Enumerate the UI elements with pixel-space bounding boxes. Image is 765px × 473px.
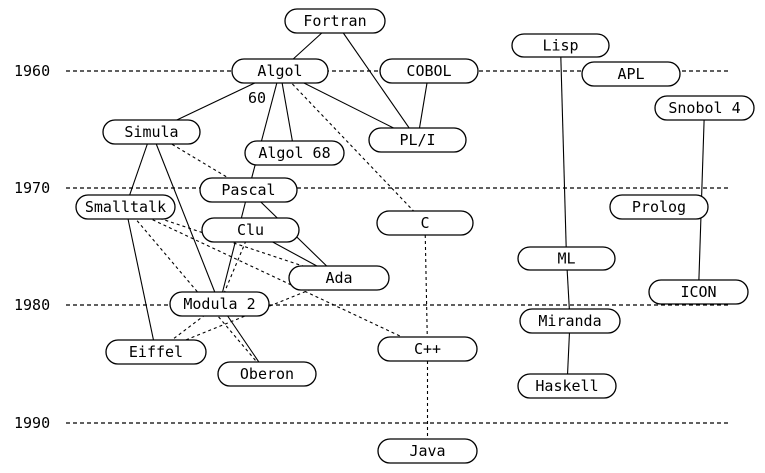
node-box-java (377, 438, 478, 464)
year-label-1970: 1970 (14, 179, 50, 197)
node-label-eiffel: Eiffel (129, 343, 183, 361)
node-label-miranda: Miranda (538, 312, 601, 330)
node-label-pli: PL/I (399, 131, 435, 149)
edge-fortran-to-pli (334, 20, 418, 141)
node-icon: ICON (648, 279, 749, 305)
node-prolog: Prolog (609, 194, 709, 220)
node-label-cpp: C++ (414, 340, 441, 358)
node-clu: Clu (201, 217, 300, 243)
node-label-oberon: Oberon (240, 365, 294, 383)
year-label-1990: 1990 (14, 414, 50, 432)
node-algol: Algol (231, 58, 329, 84)
node-apl: APL (581, 61, 681, 87)
edge-algol-to-c (279, 70, 426, 224)
node-label-prolog: Prolog (632, 198, 686, 216)
node-box-pascal (199, 177, 298, 203)
node-box-apl (581, 61, 681, 87)
edge-smalltalk-to-eiffel (124, 206, 157, 353)
node-lisp: Lisp (511, 33, 610, 58)
node-label-simula: Simula (124, 123, 178, 141)
node-modula2: Modula 2 (169, 291, 270, 317)
node-label-apl: APL (617, 65, 644, 83)
node-label-modula2: Modula 2 (183, 295, 255, 313)
node-oberon: Oberon (217, 361, 317, 387)
node-label-c: C (420, 214, 429, 232)
node-box-c (376, 210, 474, 236)
edge-pascal-to-modula2 (218, 189, 250, 305)
edge-lisp-to-ml (559, 45, 568, 259)
node-eiffel: Eiffel (105, 339, 207, 365)
node-label-java: Java (409, 442, 445, 460)
node-box-algol (231, 58, 329, 84)
node-label-smalltalk: Smalltalk (85, 198, 166, 216)
node-box-fortran (284, 8, 386, 34)
node-box-icon (648, 279, 749, 305)
node-box-cobol (379, 58, 479, 84)
node-label-algol68: Algol 68 (258, 144, 330, 162)
node-label-algol60: 60 (248, 89, 266, 107)
node-box-lisp (511, 33, 610, 58)
node-box-miranda (519, 308, 621, 334)
node-label-fortran: Fortran (303, 12, 366, 30)
node-label-lisp: Lisp (542, 37, 578, 55)
node-smalltalk: Smalltalk (75, 194, 176, 220)
edge-smalltalk-to-oberon (125, 206, 268, 375)
edge-algol-to-pascal (247, 70, 281, 191)
node-ada: Ada (288, 265, 390, 291)
node-java: Java (377, 438, 478, 464)
node-c: C (376, 210, 474, 236)
node-pli: PL/I (368, 127, 467, 153)
node-box-algol68 (244, 140, 345, 166)
node-label-icon: ICON (680, 283, 716, 301)
year-timelines: 1960 1970 1980 1990 (14, 62, 728, 432)
node-label-clu: Clu (237, 221, 264, 239)
node-label-algol: Algol (257, 62, 302, 80)
node-box-haskell (517, 373, 617, 399)
node-box-clu (201, 217, 300, 243)
node-box-modula2 (169, 291, 270, 317)
node-box-cpp (377, 336, 478, 362)
node-box-ada (288, 265, 390, 291)
edge-simula-to-modula2 (150, 131, 221, 305)
edge-c-to-cpp (424, 222, 429, 350)
node-miranda: Miranda (519, 308, 621, 334)
node-label-cobol: COBOL (406, 62, 451, 80)
node-pascal: Pascal (199, 177, 298, 203)
node-box-pli (368, 127, 467, 153)
edge-smalltalk-to-cpp (125, 206, 428, 350)
node-label-ada: Ada (325, 269, 352, 287)
node-box-snobol4 (654, 95, 755, 121)
year-label-1960: 1960 (14, 62, 50, 80)
node-label-haskell: Haskell (535, 377, 598, 395)
node-box-eiffel (105, 339, 207, 365)
node-ml: ML (517, 246, 616, 271)
node-haskell: Haskell (517, 373, 617, 399)
node-fortran: Fortran (284, 8, 386, 34)
node-label-pascal: Pascal (221, 181, 275, 199)
node-algol68: Algol 68 (244, 140, 345, 166)
node-box-prolog (609, 194, 709, 220)
node-simula: Simula (102, 119, 201, 145)
node-cpp: C++ (377, 336, 478, 362)
node-box-ml (517, 246, 616, 271)
node-snobol4: Snobol 4 (654, 95, 755, 121)
edge-algol-to-algol68 (279, 70, 296, 154)
node-cobol: COBOL (379, 58, 479, 84)
year-label-1980: 1980 (14, 296, 50, 314)
node-label-ml: ML (557, 250, 575, 268)
node-box-simula (102, 119, 201, 145)
node-label-snobol4: Snobol 4 (668, 99, 740, 117)
node-box-oberon (217, 361, 317, 387)
node-box-smalltalk (75, 194, 176, 220)
